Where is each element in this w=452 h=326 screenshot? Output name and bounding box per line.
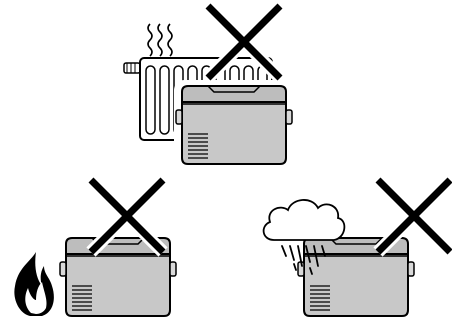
- panel-near-radiator: [124, 6, 294, 168]
- panel-near-fire: [14, 180, 178, 320]
- heat-waves-icon: [148, 24, 172, 56]
- cooler-box-icon: [174, 80, 294, 168]
- panel-in-rain: [264, 180, 450, 320]
- flame-icon: [14, 252, 54, 316]
